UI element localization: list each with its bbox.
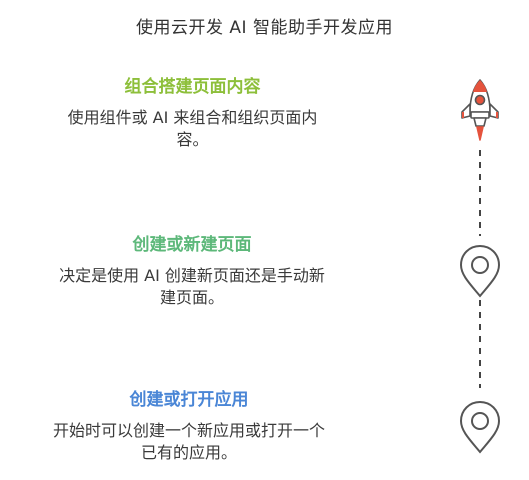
step-create-new-page: 创建或新建页面 决定是使用 AI 创建新页面还是手动新 建页面。 — [12, 230, 372, 309]
step-description: 决定是使用 AI 创建新页面还是手动新 建页面。 — [12, 265, 372, 309]
step-heading: 创建或打开应用 — [129, 390, 249, 410]
step-description-line: 容。 — [176, 130, 209, 149]
map-pin-icon — [459, 400, 501, 454]
step-description: 开始时可以创建一个新应用或打开一个 已有的应用。 — [14, 420, 364, 464]
step-heading: 创建或新建页面 — [132, 235, 252, 255]
step-description: 使用组件或 AI 来组合和组织页面内 容。 — [20, 107, 365, 151]
rocket-icon — [461, 79, 499, 141]
step-description-line: 建页面。 — [159, 288, 224, 307]
step-heading: 组合搭建页面内容 — [124, 77, 261, 97]
step-description-line: 决定是使用 AI 创建新页面还是手动新 — [59, 266, 325, 285]
map-pin-icon — [459, 244, 501, 298]
step-create-or-open-app: 创建或打开应用 开始时可以创建一个新应用或打开一个 已有的应用。 — [14, 385, 364, 464]
page-title: 使用云开发 AI 智能助手开发应用 — [136, 18, 393, 38]
step-description-line: 已有的应用。 — [140, 443, 237, 462]
step-description-line: 开始时可以创建一个新应用或打开一个 — [52, 421, 325, 440]
step-description-line: 使用组件或 AI 来组合和组织页面内 — [67, 108, 318, 127]
step-compose-page-content: 组合搭建页面内容 使用组件或 AI 来组合和组织页面内 容。 — [20, 72, 365, 151]
